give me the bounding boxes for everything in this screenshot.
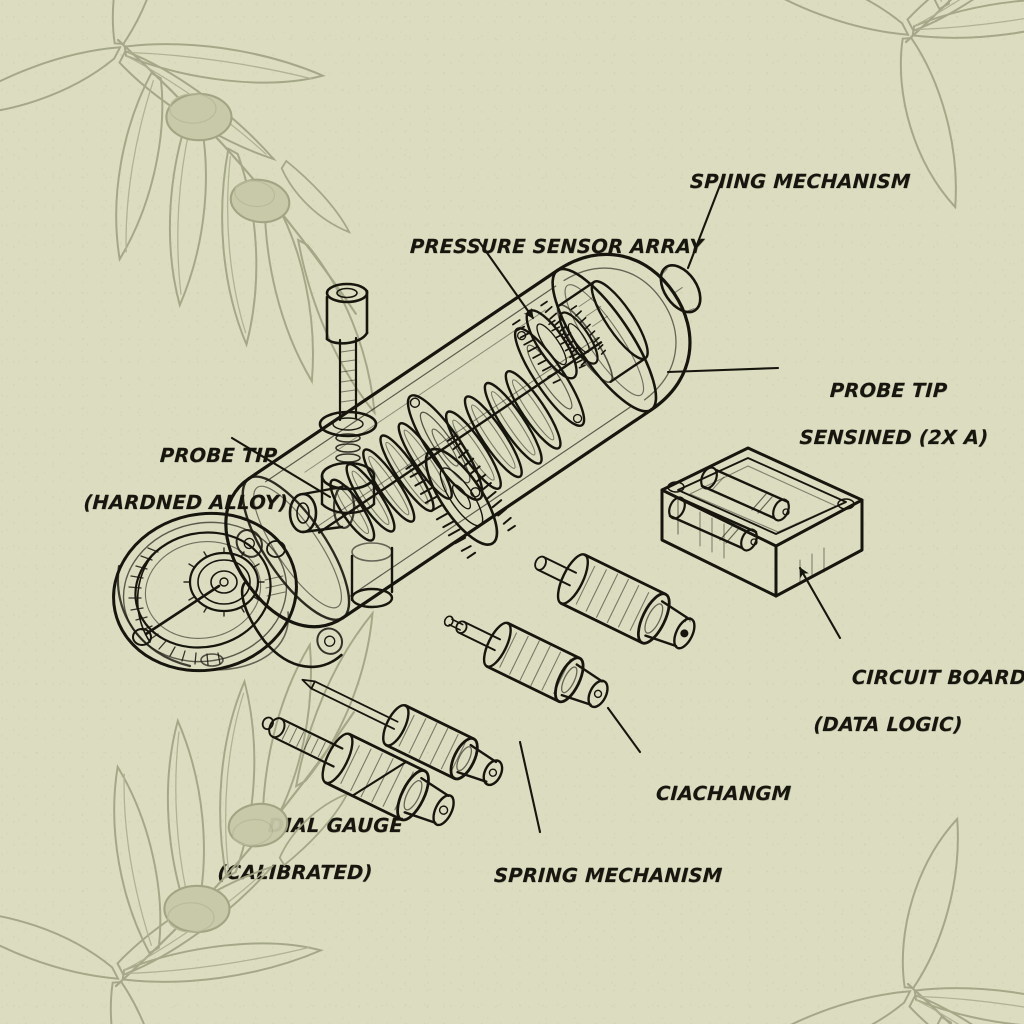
leader-line-spring-mechanism-top (686, 178, 724, 270)
coil-spring-secondary (444, 370, 562, 490)
main-housing (224, 252, 702, 669)
leader-line-probe-tip-sensined (666, 366, 780, 374)
probe-assembly-a (534, 553, 696, 650)
battery-cell-b (668, 496, 758, 552)
rotor-drum (556, 280, 649, 384)
probe-assembly-c (301, 678, 504, 787)
battery-cell-a (700, 466, 790, 522)
dial-gauge-face (112, 511, 298, 673)
probe-assembly-d (261, 716, 455, 827)
spur-gear-large (405, 434, 516, 559)
leader-line-spring-mechanism-bottom (518, 740, 542, 834)
probe-tip-nozzle (288, 484, 356, 534)
leader-line-probe-tip-hardned (230, 436, 332, 499)
housing-foot (350, 542, 394, 609)
leader-line-ciachangm (606, 706, 642, 754)
leader-line-dial-gauge (350, 760, 408, 798)
leader-line-pressure-sensor-array (476, 238, 535, 320)
leader-line-circuit-board (798, 566, 842, 640)
probe-assembly-b (443, 615, 609, 709)
housing-shell (224, 252, 702, 629)
hex-socket-bolt (318, 282, 378, 515)
battery-enclosure-box (660, 446, 864, 598)
